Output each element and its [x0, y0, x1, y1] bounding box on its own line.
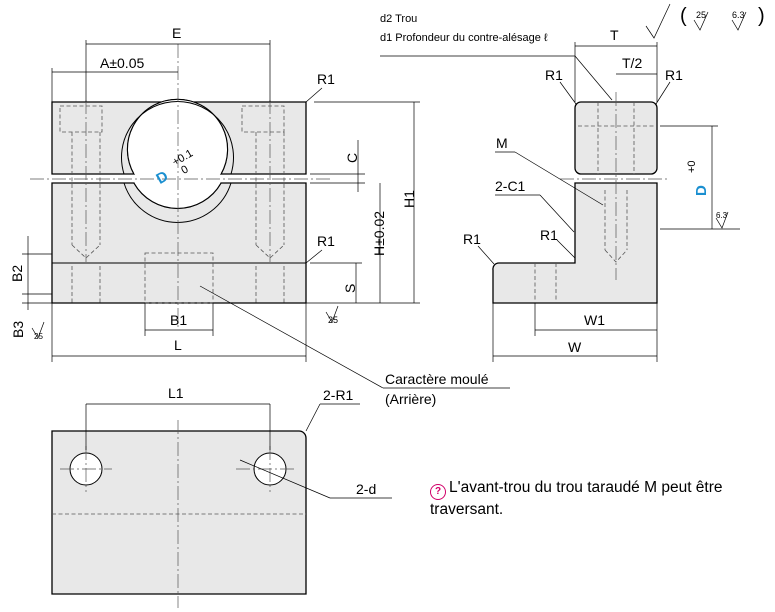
bottom-plate: [51, 430, 307, 595]
pilot-hole-note: ?L'avant-trou du trou taraudé M peut êtr…: [430, 478, 760, 520]
side-R1-inner: R1: [540, 227, 558, 243]
rough-25-label: 25: [696, 10, 706, 20]
dim-B3-label: B3: [10, 321, 26, 338]
dim-S-label: S: [342, 284, 358, 293]
dim-R1-base-label: R1: [317, 233, 335, 249]
side-view: T T/2 d2 Trou d1 Profondeur du contre-al…: [380, 13, 740, 362]
surf-25-b3: 25: [34, 332, 43, 341]
dim-L-label: L: [174, 337, 182, 353]
dim-R1-top-label: R1: [317, 71, 335, 87]
side-D-label: D: [693, 185, 710, 196]
dim-L1-label: L1: [168, 385, 184, 401]
svg-text:(: (: [680, 5, 687, 27]
dim-B2-label: B2: [9, 265, 25, 282]
side-lower-body: [492, 182, 658, 304]
dim-W-label: W: [568, 339, 582, 355]
d2-hole-label: d2 Trou: [380, 13, 417, 25]
surf-63-side: 6.3: [716, 211, 728, 220]
side-R1-outer: R1: [463, 231, 481, 247]
cast-back-label: (Arrière): [385, 391, 436, 407]
side-tol-label: +0: [686, 160, 698, 173]
dim-E-label: E: [172, 25, 181, 41]
dim-2R1-label: 2-R1: [323, 387, 354, 403]
dim-A-label: A±0.05: [100, 55, 144, 71]
surf-25-front: 25: [328, 315, 338, 325]
dim-H-label: H±0.02: [371, 211, 387, 256]
pilot-hole-note-text: L'avant-trou du trou taraudé M peut être…: [430, 479, 723, 518]
side-R1-tl: R1: [545, 67, 563, 83]
cast-char-label: Caractère moulé: [385, 371, 489, 387]
d1-depth-label: d1 Profondeur du contre-alésage ℓ: [380, 32, 548, 44]
dim-M-label: M: [496, 135, 508, 151]
dim-T-label: T: [610, 27, 619, 43]
svg-text:): ): [758, 5, 765, 27]
side-hidden-hole: [534, 102, 654, 303]
dim-H1-label: H1: [401, 190, 417, 208]
dim-B1-label: B1: [170, 312, 187, 328]
dim-2d-label: 2-d: [356, 481, 376, 497]
lightbulb-icon: ?: [430, 484, 446, 500]
front-view: E A±0.05 R1 R1 C H±0.02 H1 S 25 B2: [9, 25, 510, 407]
bore-tol-zero: 0: [179, 163, 190, 176]
side-R1-tr: R1: [665, 67, 683, 83]
dim-C-label: C: [344, 153, 360, 163]
dim-T-half-label: T/2: [622, 55, 642, 71]
bottom-view: L1 2-R1 2-d: [51, 385, 392, 608]
roughness-symbols: ( 25 6.3 ): [645, 3, 765, 39]
dim-C1-label: 2-C1: [495, 178, 526, 194]
rough-63-label: 6.3: [732, 10, 745, 20]
hidden-bolt-holes: [59, 105, 285, 304]
dim-W1-label: W1: [584, 312, 605, 328]
